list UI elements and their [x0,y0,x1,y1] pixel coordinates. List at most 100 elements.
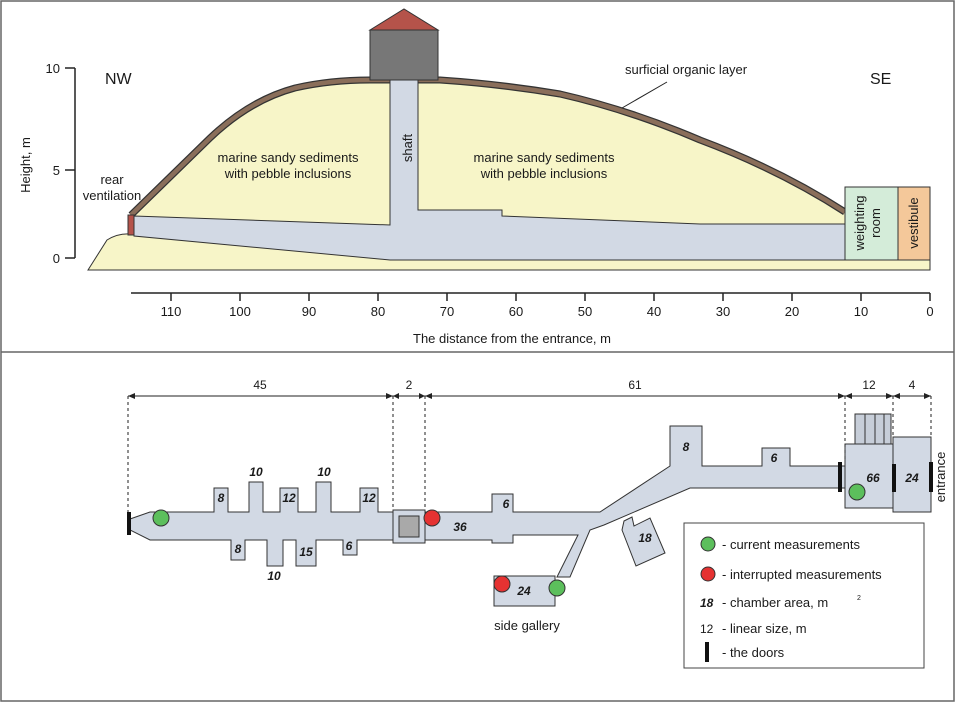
legend-current-swatch [700,536,716,552]
x-tick-label-90: 90 [302,304,316,319]
shaft-label: shaft [400,134,415,163]
x-tick-label-100: 100 [229,304,251,319]
rear-ventilation-block [127,214,135,236]
door-rear [127,512,131,535]
arrow-4-left [893,393,900,399]
legend-current-text: - current measurements [722,537,860,552]
organic-layer-leader [621,81,668,109]
vestibule [897,186,931,261]
chamber-36: 36 [453,520,467,534]
organic-layer-label: surficial organic layer [625,62,748,77]
dim-label-2: 2 [406,378,413,392]
chamber-24-entry: 24 [904,471,919,485]
arrow-45-right [386,393,393,399]
x-tick-label-20: 20 [785,304,799,319]
arrow-45-left [128,393,135,399]
chamber-24-side: 24 [516,584,531,598]
nw-label: NW [105,71,133,88]
legend-doors-text: - the doors [722,645,785,660]
x-tick-label-110: 110 [161,304,182,319]
chamber-bot-6: 6 [346,539,353,553]
door-main-1 [838,462,842,492]
legend-interrupted-swatch [700,566,716,582]
x-tick-label-70: 70 [440,304,454,319]
main-gallery-east [424,425,846,578]
x-tick-label-10: 10 [854,304,868,319]
chamber-6-upper: 6 [771,451,778,465]
current-measurement-point-3 [848,483,866,501]
arrow-4-right [924,393,931,399]
x-tick-label-40: 40 [647,304,661,319]
chamber-8-upper: 8 [683,440,690,454]
chamber-bot-10: 10 [267,569,281,583]
legend-area-sample: 18 [700,596,714,610]
chamber-top-10b: 10 [317,465,331,479]
legend-linear-text: - linear size, m [722,621,807,636]
chamber-top-12b: 12 [362,491,376,505]
interrupted-measurement-point-1 [423,509,441,527]
dim-label-4: 4 [909,378,916,392]
x-tick-label-60: 60 [509,304,523,319]
side-gallery-label: side gallery [494,618,560,633]
chamber-18: 18 [638,531,652,545]
chamber-top-12a: 12 [282,491,296,505]
x-tick-label-80: 80 [371,304,385,319]
arrow-61-right [838,393,845,399]
rear-ventilation-line1: rear [100,172,124,187]
legend-area-text: - chamber area, m [722,595,828,610]
legend-area-superscript: 2 [857,595,861,602]
arrow-61-left [425,393,432,399]
plan-view: 45 2 61 12 4 8 10 12 10 12 8 10 15 6 36 … [127,378,948,633]
x-axis-label: The distance from the entrance, m [413,331,611,346]
dim-label-61: 61 [628,378,642,392]
ventilation-units [854,413,892,445]
y-tick-label-0: 0 [53,251,60,266]
chamber-18-plan [621,516,666,567]
legend-interrupted-text: - interrupted measurements [722,567,882,582]
sediment-right-line2: with pebble inclusions [480,166,608,181]
weighting-room-line2: room [868,208,883,238]
x-tick-label-50: 50 [578,304,592,319]
rear-ventilation-line2: ventilation [83,188,142,203]
sediment-left-line2: with pebble inclusions [224,166,352,181]
y-tick-label-10: 10 [46,61,60,76]
chamber-6a: 6 [503,497,510,511]
chamber-top-8: 8 [218,491,225,505]
interrupted-measurement-point-2 [493,575,511,593]
chamber-top-10a: 10 [249,465,263,479]
dimension-arrows [128,393,931,399]
shaft-opening [398,515,420,538]
sediment-left-line1: marine sandy sediments [218,150,359,165]
main-gallery-west [129,481,394,567]
chamber-bot-8: 8 [235,542,242,556]
room-24-entry-plan [892,436,932,513]
legend-linear-sample: 12 [700,622,714,636]
sediment-right-line1: marine sandy sediments [474,150,615,165]
chamber-66: 66 [866,471,880,485]
dim-label-12: 12 [862,378,876,392]
legend: - current measurements - interrupted mea… [683,522,925,669]
vestibule-label: vestibule [906,197,921,248]
dim-label-45: 45 [253,378,267,392]
arrow-12-right [886,393,893,399]
door-main-2 [892,464,896,492]
chamber-bot-15: 15 [299,545,313,559]
shaft-roof [368,8,440,31]
legend-door-swatch [705,642,709,662]
current-measurement-point-2 [548,579,566,597]
x-tick-label-30: 30 [716,304,730,319]
organic-layer-fill [129,77,847,217]
x-tick-label-0: 0 [926,304,933,319]
arrow-2-left [393,393,399,399]
se-label: SE [870,71,891,88]
y-axis-label: Height, m [18,137,33,193]
weighting-room-line1: weighting [852,196,867,252]
legend-box [683,522,925,669]
door-entrance [929,462,933,492]
arrow-12-left [845,393,852,399]
current-measurement-point-1 [152,509,170,527]
y-tick-label-5: 5 [53,163,60,178]
